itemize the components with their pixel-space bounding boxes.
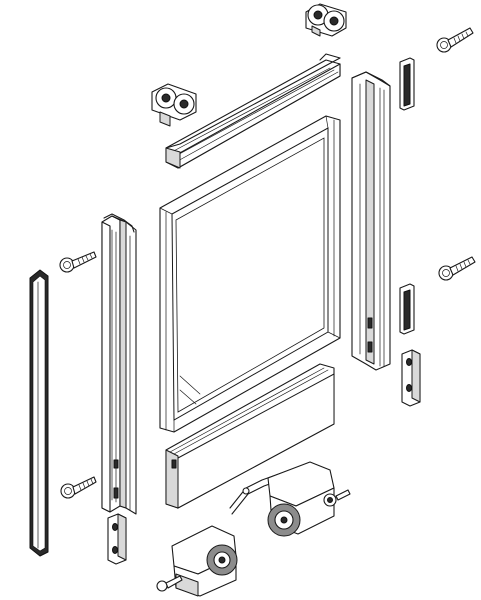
hinged-bottom-guide [156,461,351,597]
gasket-strip [29,269,49,557]
left-vertical-profile [101,213,137,515]
rubber-pad [399,57,415,111]
bottom-horizontal-rail [165,363,335,509]
glass-panel-frame [159,115,341,433]
mounting-bracket [401,349,421,407]
screw [438,256,476,281]
top-horizontal-rail [165,53,341,169]
roller-wheel-assembly [305,3,347,37]
rubber-pad [399,283,415,335]
screw [60,476,97,499]
screw [436,27,474,53]
screw [59,251,97,273]
roller-wheel-assembly [151,83,197,127]
right-vertical-profile [351,71,391,371]
mounting-bracket [107,513,127,565]
